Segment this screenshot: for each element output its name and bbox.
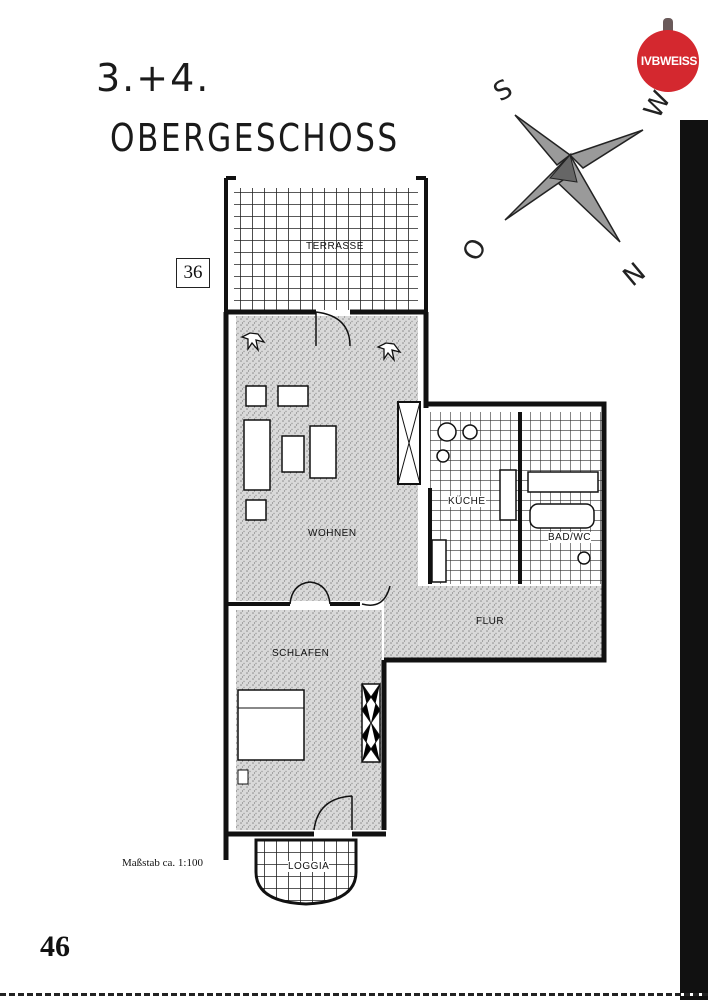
hall-area: [361, 584, 607, 663]
scan-edge-bottom: [0, 993, 708, 996]
compass-star-icon: [504, 114, 644, 243]
scan-edge-right: [680, 120, 708, 1000]
unit-number-badge: 36: [176, 258, 210, 288]
bedroom: [226, 581, 387, 837]
ivbweiss-logo: IVBWEISS: [631, 18, 707, 94]
logo-disc: [637, 30, 699, 92]
room-label-bedroom: SCHLAFEN: [272, 648, 330, 659]
floor-heading-title: OBERGESCHOSS: [110, 116, 400, 160]
scale-note: Maßstab ca. 1:100: [122, 857, 203, 869]
room-label-living: WOHNEN: [308, 528, 357, 539]
room-label-loggia: LOGGIA: [288, 861, 330, 872]
living-room: [223, 309, 429, 860]
room-label-terrace: TERRASSE: [306, 241, 364, 252]
room-label-bath: BAD/WC: [548, 532, 591, 543]
page-number: 46: [40, 930, 70, 963]
logo-text: IVBWEISS: [640, 54, 698, 68]
loggia-area: [254, 838, 358, 906]
compass-rose: S W O N: [455, 70, 680, 300]
terrace-area: [224, 176, 428, 314]
floor-heading-number: 3.+4.: [96, 56, 211, 100]
logo-figure-icon: [663, 18, 673, 36]
room-label-hall: FLUR: [476, 616, 505, 627]
kitchen-bath-block: [426, 401, 607, 584]
room-label-kitchen: KÜCHE: [448, 496, 486, 507]
